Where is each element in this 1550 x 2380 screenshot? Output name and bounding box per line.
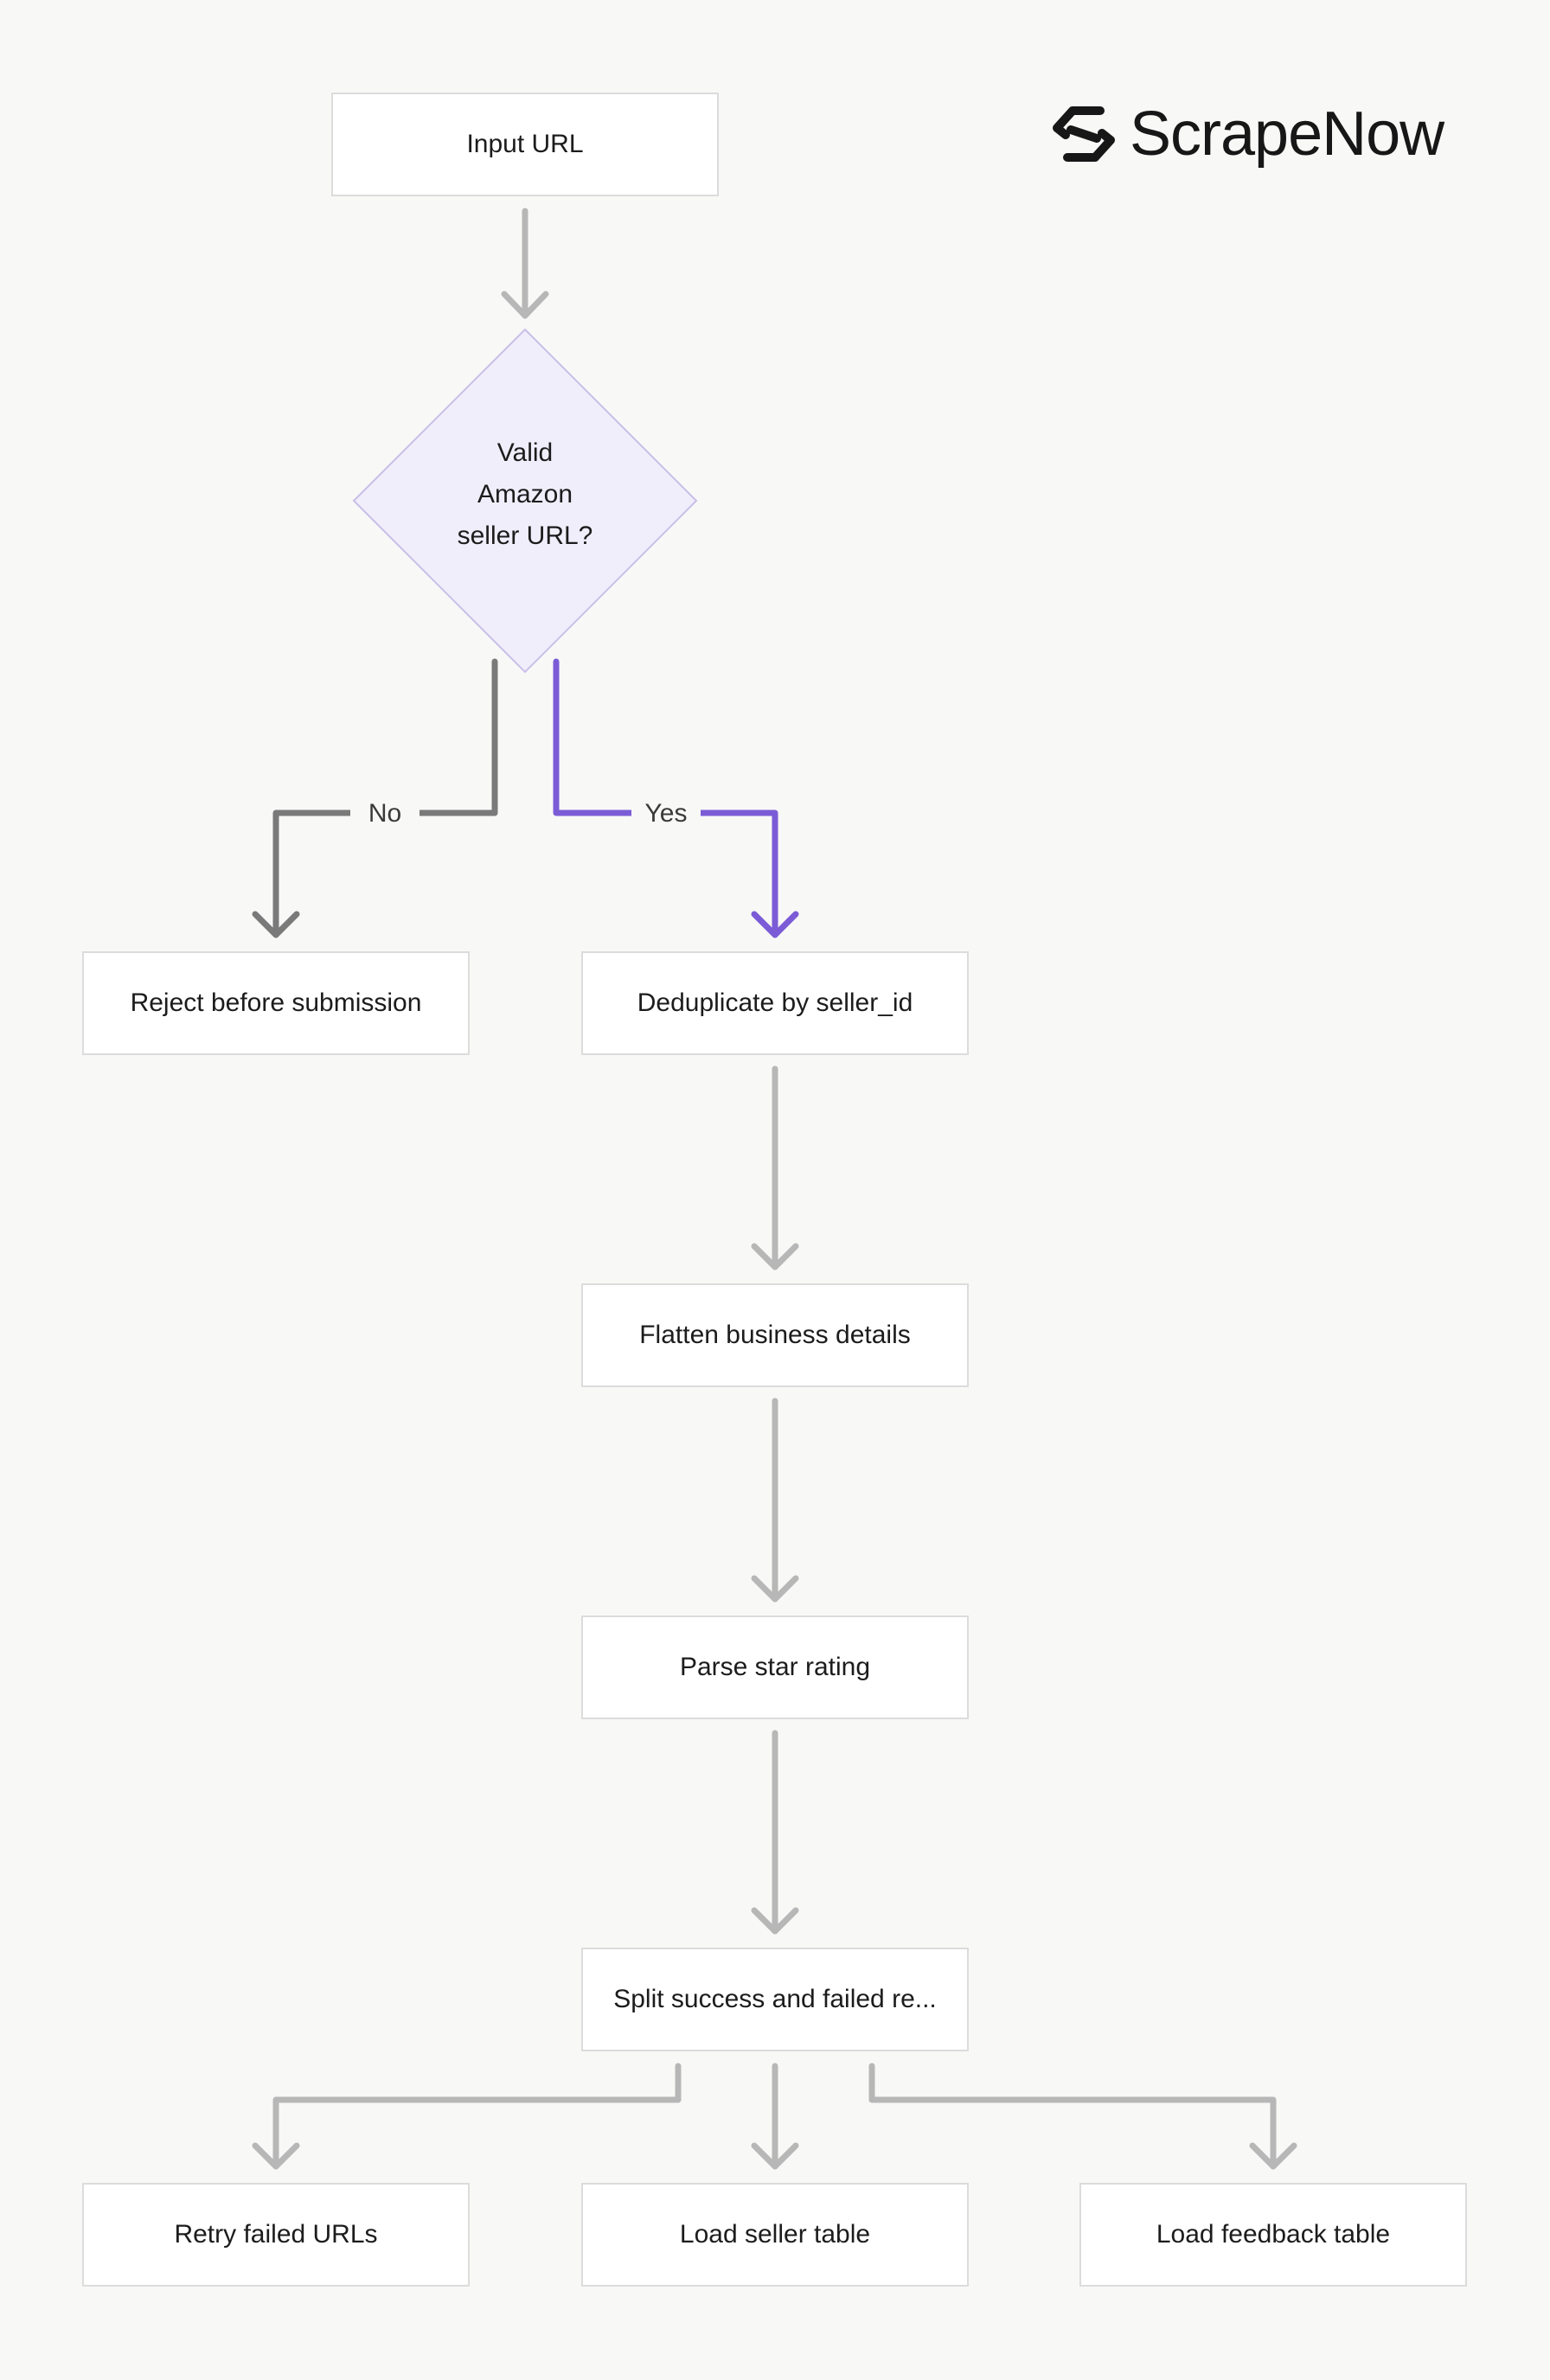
decision-label-line-1: Valid xyxy=(496,438,554,467)
brand-name: ScrapeNow xyxy=(1130,99,1444,169)
node-reject: Reject before submission xyxy=(82,951,470,1055)
node-load-seller: Load seller table xyxy=(581,2183,969,2287)
node-load-feedback: Load feedback table xyxy=(1079,2183,1467,2287)
arrowhead-feedback xyxy=(1249,2142,1297,2170)
edge-no-branch xyxy=(272,658,498,938)
edge-label-no: No xyxy=(350,797,420,831)
node-split: Split success and failed re... xyxy=(581,1948,969,2051)
decision-label-line-2: Amazon xyxy=(477,480,573,509)
node-flatten: Flatten business details xyxy=(581,1283,969,1387)
node-deduplicate-label: Deduplicate by seller_id xyxy=(637,988,913,1017)
arrowhead-dedupe xyxy=(751,911,799,938)
arrowhead-flatten xyxy=(751,1243,799,1270)
arrowhead-retry xyxy=(252,2142,300,2170)
arrowhead-split xyxy=(751,1907,799,1935)
edge-label-yes: Yes xyxy=(631,797,701,831)
scrapenow-logo: ScrapeNow xyxy=(1050,102,1444,166)
node-retry-label: Retry failed URLs xyxy=(174,2220,378,2249)
node-load-seller-label: Load seller table xyxy=(679,2220,871,2249)
node-parse-rating-label: Parse star rating xyxy=(679,1653,871,1681)
node-deduplicate: Deduplicate by seller_id xyxy=(581,951,969,1055)
decision-diamond xyxy=(352,328,698,674)
node-split-label: Split success and failed re... xyxy=(613,1985,937,2013)
arrowhead-decision xyxy=(501,291,549,319)
decision-label-line-3: seller URL? xyxy=(457,521,593,550)
node-retry: Retry failed URLs xyxy=(82,2183,470,2287)
node-input-url-label: Input URL xyxy=(466,130,584,158)
edge-split-to-feedback xyxy=(868,2063,1277,2170)
node-input-url: Input URL xyxy=(331,93,719,196)
node-load-feedback-label: Load feedback table xyxy=(1156,2220,1391,2249)
node-reject-label: Reject before submission xyxy=(130,988,422,1017)
arrowhead-parse xyxy=(751,1575,799,1603)
edge-split-to-retry xyxy=(272,2063,682,2170)
arrowhead-seller xyxy=(751,2142,799,2170)
node-flatten-label: Flatten business details xyxy=(639,1321,911,1349)
scrapenow-logo-icon xyxy=(1053,106,1115,162)
decision-label: Valid Amazon seller URL? xyxy=(395,432,655,557)
node-parse-rating: Parse star rating xyxy=(581,1615,969,1719)
arrowhead-reject xyxy=(252,911,300,938)
edge-yes-branch xyxy=(553,658,778,938)
